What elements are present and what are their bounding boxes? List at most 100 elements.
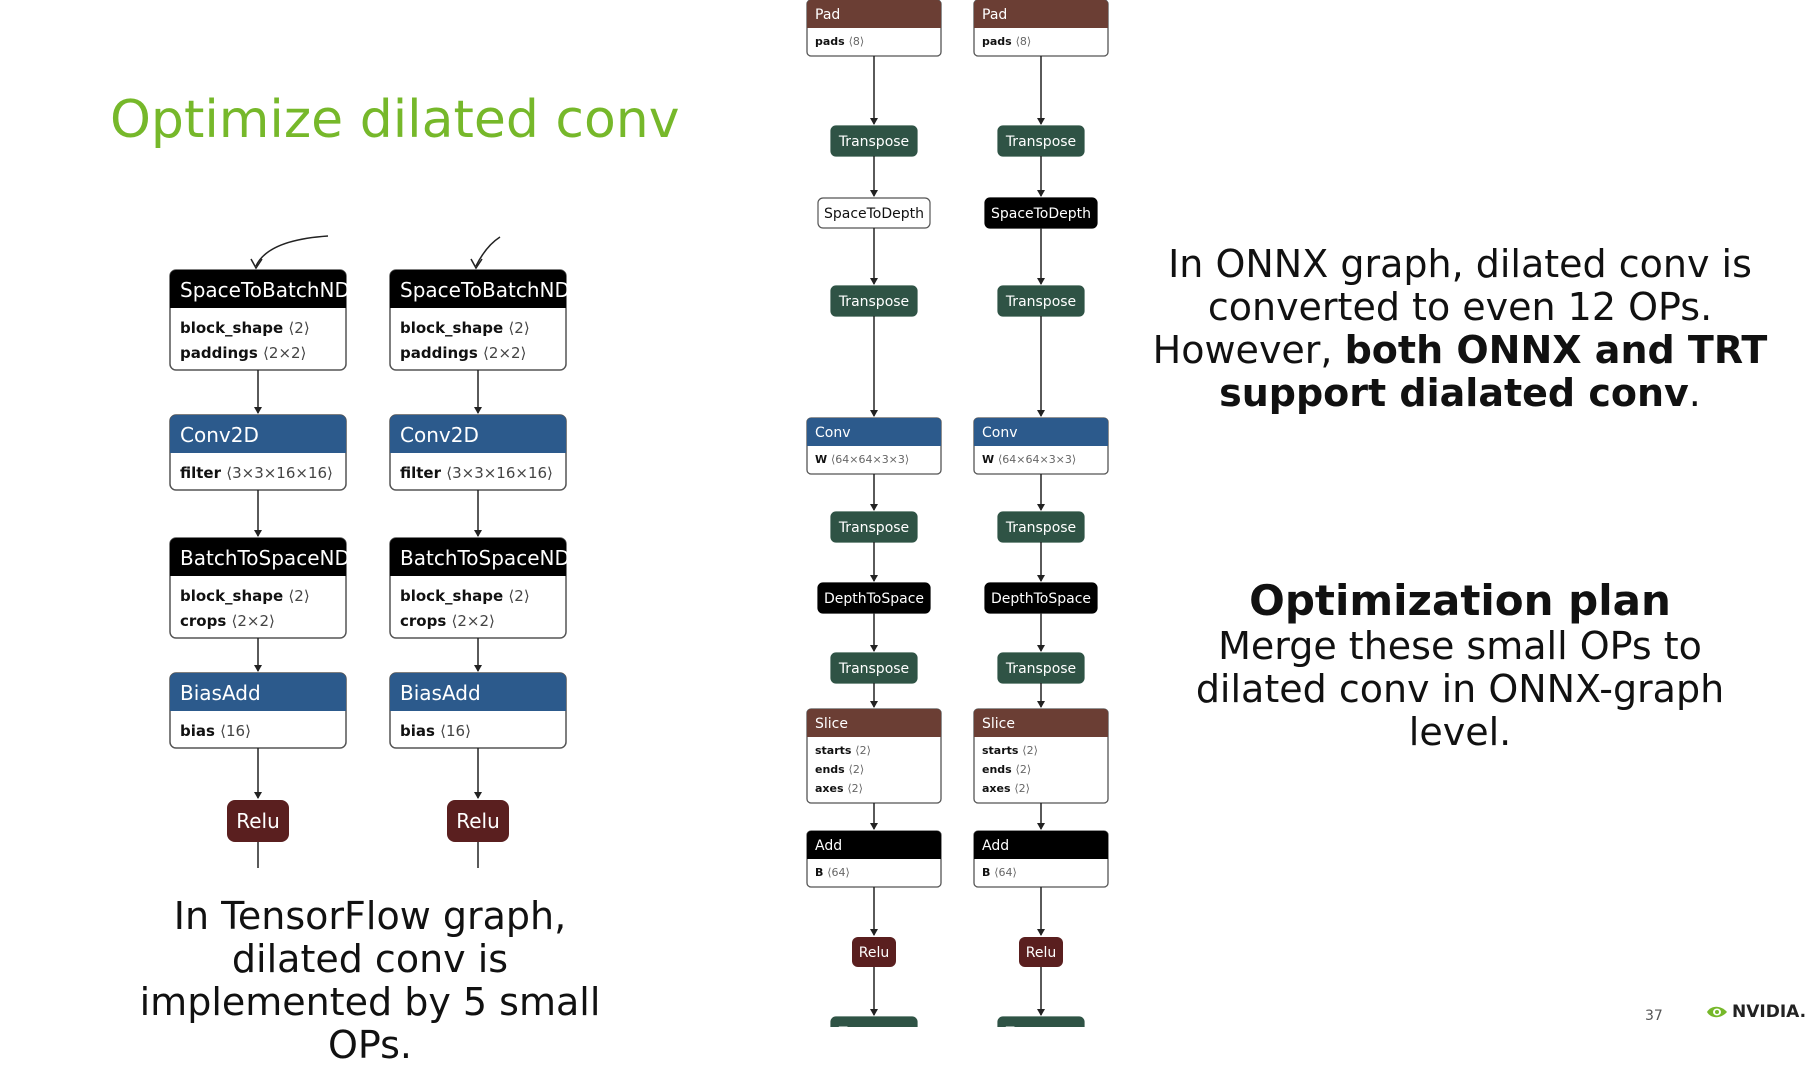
node-label: BatchToSpaceND [180, 546, 350, 570]
node-relu: Relu [227, 800, 289, 842]
node-attr: filter ⟨3×3×16×16⟩ [400, 464, 553, 482]
node-header [974, 418, 1108, 446]
node-attr: paddings ⟨2×2⟩ [180, 344, 306, 362]
node-label: Transpose [1005, 520, 1076, 536]
node-conv: Conv W ⟨64×64×3×3⟩ [973, 417, 1109, 475]
node-label: BatchToSpaceND [400, 546, 570, 570]
logo-text: NVIDIA. [1732, 1002, 1807, 1022]
node-header [390, 673, 566, 711]
node-attr: ends ⟨2⟩ [815, 763, 864, 776]
node-label: Slice [815, 716, 848, 732]
node-transpose: Transpose [997, 125, 1085, 157]
node-label: SpaceToBatchND [400, 278, 570, 302]
node-label: Relu [859, 945, 889, 961]
node-label: SpaceToDepth [991, 206, 1091, 222]
node-attr: starts ⟨2⟩ [982, 744, 1038, 757]
onnx-caption-bold: both ONNX and TRT support dialated conv [1219, 328, 1768, 415]
node-header [807, 418, 941, 446]
node-label: Transpose [1005, 294, 1076, 310]
slide-title: Optimize dilated conv [110, 90, 680, 150]
incoming-edge [475, 236, 501, 267]
node-attr: bias ⟨16⟩ [180, 722, 251, 740]
page-number: 37 [1645, 1008, 1663, 1024]
plan-title: Optimization plan [1249, 576, 1671, 625]
node-label: Conv [815, 425, 851, 441]
node-slice: Slice starts ⟨2⟩ ends ⟨2⟩ axes ⟨2⟩ [973, 708, 1109, 804]
node-attr: block_shape ⟨2⟩ [180, 319, 310, 337]
node-spacetodepth: SpaceToDepth [984, 197, 1098, 229]
plan-text: Merge these small OPs to dilated conv in… [1195, 624, 1725, 754]
node-attr: ends ⟨2⟩ [982, 763, 1031, 776]
node-transpose: Transpose [830, 285, 918, 317]
node-label: Slice [982, 716, 1015, 732]
node-label: Conv [982, 425, 1018, 441]
node-header [807, 0, 941, 28]
node-header [807, 831, 941, 859]
node-label: Transpose [1005, 1025, 1076, 1027]
node-box [997, 1016, 1085, 1027]
nvidia-logo: NVIDIA. [1706, 1002, 1806, 1022]
node-depthtospace: DepthToSpace [817, 582, 931, 614]
node-attr: bias ⟨16⟩ [400, 722, 471, 740]
node-label: BiasAdd [400, 681, 481, 705]
node-box [227, 800, 289, 842]
node-box [852, 937, 896, 967]
graph-diagrams: SpaceToBatchND block_shape ⟨2⟩ paddings ⟨2… [169, 0, 1109, 1027]
node-label: Add [982, 838, 1009, 854]
node-header [807, 709, 941, 737]
node-attr: pads ⟨8⟩ [982, 35, 1031, 48]
onnx-caption: In ONNX graph, dilated conv is converted… [1150, 243, 1770, 415]
node-attr: axes ⟨2⟩ [815, 782, 863, 795]
node-box [1019, 937, 1063, 967]
node-transpose: Transpose [997, 285, 1085, 317]
node-attr: B ⟨64⟩ [982, 866, 1017, 879]
node-attr: starts ⟨2⟩ [815, 744, 871, 757]
node-header [974, 831, 1108, 859]
node-relu: Relu [1019, 937, 1063, 967]
node-biasadd: BiasAdd bias ⟨16⟩ [389, 672, 567, 749]
node-label: SpaceToDepth [824, 206, 924, 222]
node-transpose: Transpose [830, 511, 918, 543]
node-attr: axes ⟨2⟩ [982, 782, 1030, 795]
node-header [974, 0, 1108, 28]
onnx-caption-end: . [1688, 371, 1701, 415]
node-transpose: Transpose [997, 652, 1085, 684]
node-attr: W ⟨64×64×3×3⟩ [815, 453, 909, 466]
node-depthtospace: DepthToSpace [984, 582, 1098, 614]
node-header [170, 673, 346, 711]
optimization-plan: Optimization plan Merge these small OPs … [1150, 577, 1770, 754]
node-slice: Slice starts ⟨2⟩ ends ⟨2⟩ axes ⟨2⟩ [806, 708, 942, 804]
nvidia-eye-icon [1707, 1006, 1727, 1018]
node-label: Transpose [1005, 661, 1076, 677]
node-transpose: Transpose [997, 1016, 1085, 1027]
node-label: Transpose [838, 520, 909, 536]
node-label: Conv2D [180, 423, 259, 447]
node-attr: block_shape ⟨2⟩ [180, 587, 310, 605]
node-label: DepthToSpace [991, 591, 1091, 607]
node-box [447, 800, 509, 842]
node-attr: W ⟨64×64×3×3⟩ [982, 453, 1076, 466]
node-label: Transpose [838, 134, 909, 150]
node-label: Relu [1026, 945, 1056, 961]
node-attr: block_shape ⟨2⟩ [400, 587, 530, 605]
onnx-caption-text: In ONNX graph, dilated conv is converted… [1152, 242, 1752, 372]
node-label: Transpose [1005, 134, 1076, 150]
node-attr: crops ⟨2×2⟩ [400, 612, 495, 630]
node-box [830, 1016, 918, 1027]
node-attr: filter ⟨3×3×16×16⟩ [180, 464, 333, 482]
node-label: Transpose [838, 1025, 909, 1027]
node-transpose: Transpose [830, 652, 918, 684]
node-transpose: Transpose [830, 1016, 918, 1027]
node-label: Add [815, 838, 842, 854]
node-label: Relu [236, 809, 280, 833]
